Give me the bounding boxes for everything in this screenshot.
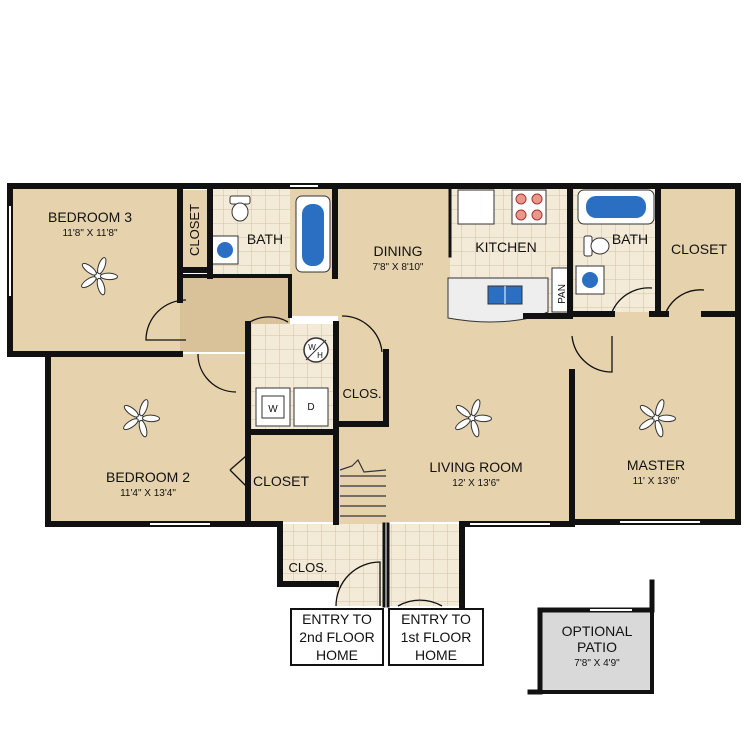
fridge (457, 189, 495, 225)
patio-floor (540, 610, 652, 692)
kitchen-fixtures (447, 189, 571, 323)
kitchen-label: KITCHEN (475, 239, 536, 255)
laundry-fixtures: W D W H (255, 337, 329, 427)
dining-label: DINING (374, 243, 423, 259)
closet-b3-label: CLOSET (187, 204, 202, 256)
master-dim: 11' X 13'6" (633, 476, 680, 487)
water-heater-bottom: H (317, 351, 323, 360)
pan-label: PAN (557, 284, 568, 304)
water-heater-top: W (308, 343, 316, 352)
entry-1st-floor (388, 524, 462, 606)
stove (511, 189, 547, 225)
bedroom3-floor (12, 186, 180, 354)
closet-b2-label: CLOSET (253, 473, 309, 489)
living-label: LIVING ROOM (429, 459, 522, 475)
dryer-label: D (307, 402, 314, 413)
bath2-label: BATH (612, 231, 648, 247)
entry-2nd-floor-sign: ENTRY TO 2nd FLOOR HOME (290, 608, 384, 666)
bedroom3-dim: 11'8" X 11'8" (62, 228, 117, 239)
stairs (339, 458, 387, 517)
bedroom2-label: BEDROOM 2 (106, 469, 190, 485)
bedroom3-label: BEDROOM 3 (48, 209, 132, 225)
entry-2nd-floor (336, 524, 384, 606)
stairs-floor (336, 424, 388, 524)
bath-fixtures (211, 189, 655, 295)
bath1-label: BATH (247, 231, 283, 247)
entry-1st-floor-sign: ENTRY TO 1st FLOOR HOME (388, 608, 484, 666)
patio-label-2: PATIO (577, 639, 617, 655)
bedroom2-floor (48, 354, 248, 524)
clos-mid-label: CLOS. (342, 386, 381, 401)
closet-b3-floor (180, 190, 210, 270)
windows (9, 185, 700, 611)
entry-clos-floor (280, 524, 336, 584)
door-swings (145, 287, 705, 607)
clos-mid-floor (338, 316, 386, 424)
master-label: MASTER (627, 457, 685, 473)
closet-master-label: CLOSET (671, 241, 727, 257)
washer-label: W (268, 404, 278, 415)
patio-label-1: OPTIONAL (562, 623, 633, 639)
dryer (293, 387, 329, 427)
clos-entry-label: CLOS. (288, 560, 327, 575)
bedroom2-dim: 11'4" X 13'4" (120, 488, 176, 499)
dining-dim: 7'8" X 8'10" (373, 262, 424, 273)
living-dim: 12' X 13'6" (452, 478, 500, 489)
room-labels: BEDROOM 3 11'8" X 11'8" CLOSET BATH DINI… (48, 204, 727, 669)
closet-b2-floor (248, 432, 336, 522)
patio-dim: 7'8" X 4'9" (574, 658, 620, 669)
closet-master-floor (658, 186, 738, 312)
